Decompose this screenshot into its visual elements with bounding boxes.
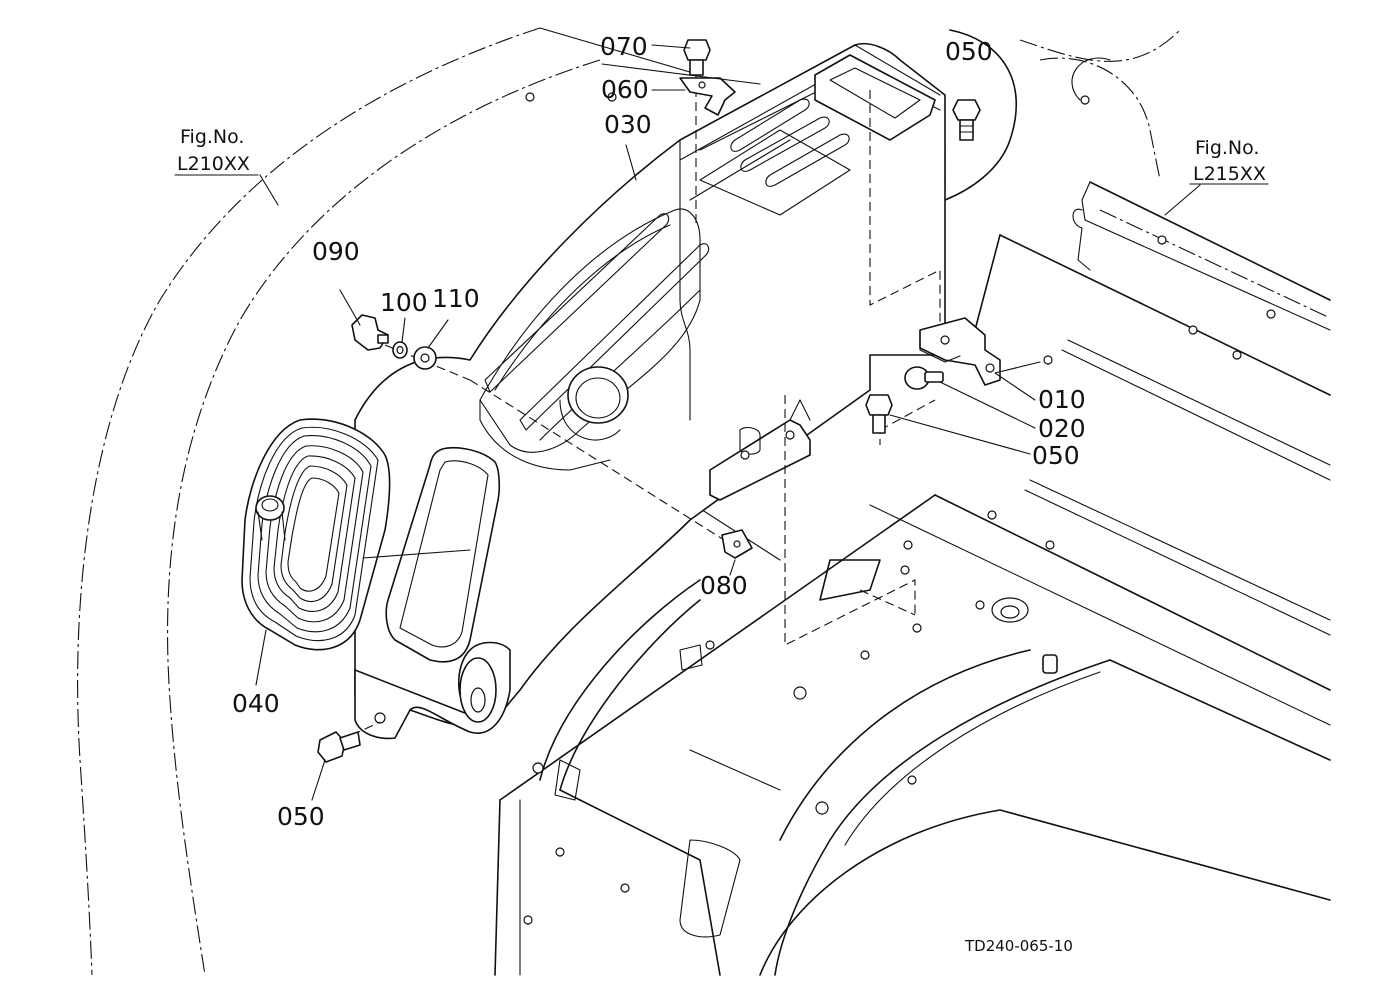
console-cover-030 [354, 42, 946, 740]
bolt-070 [683, 39, 711, 76]
fig-ref-right-line2: L215XX [1193, 163, 1266, 185]
callout-110: 110 [432, 284, 480, 313]
drawing-code: TD240-065-10 [964, 937, 1073, 955]
fig-ref-left-line2: L210XX [177, 153, 250, 175]
callout-010: 010 [1038, 385, 1086, 414]
callout-030: 030 [604, 110, 652, 139]
callout-090: 090 [312, 237, 360, 266]
callout-040: 040 [232, 689, 280, 718]
callout-050-bottom: 050 [277, 802, 325, 831]
bolt-050-bottom [317, 731, 361, 763]
fig-ref-right-line1: Fig.No. [1195, 137, 1259, 159]
washer-100 [392, 341, 408, 359]
washer-110 [413, 346, 437, 370]
boot-040 [241, 418, 391, 651]
knob-bolt-020 [904, 366, 944, 390]
callout-labels: 070 050 060 030 090 100 110 010 020 050 … [232, 32, 1086, 831]
fig-ref-left-line1: Fig.No. [180, 126, 244, 148]
leader-lines [255, 44, 1201, 801]
figure-reference-right: Fig.No. L215XX [1189, 137, 1269, 185]
clip-nut-080 [721, 529, 753, 559]
knob-090 [351, 314, 389, 351]
callout-050-mid: 050 [1032, 441, 1080, 470]
callout-070: 070 [600, 32, 648, 61]
callout-080: 080 [700, 571, 748, 600]
bracket-010 [919, 317, 1001, 386]
callout-050-top: 050 [945, 37, 993, 66]
callout-060: 060 [601, 75, 649, 104]
callout-100: 100 [380, 288, 428, 317]
figure-reference-left: Fig.No. L210XX [174, 126, 259, 176]
callout-020: 020 [1038, 414, 1086, 443]
background-outlines [77, 27, 1331, 976]
bolt-050-mid [865, 394, 893, 434]
bolt-050-top [952, 99, 981, 141]
clip-060 [679, 77, 736, 116]
